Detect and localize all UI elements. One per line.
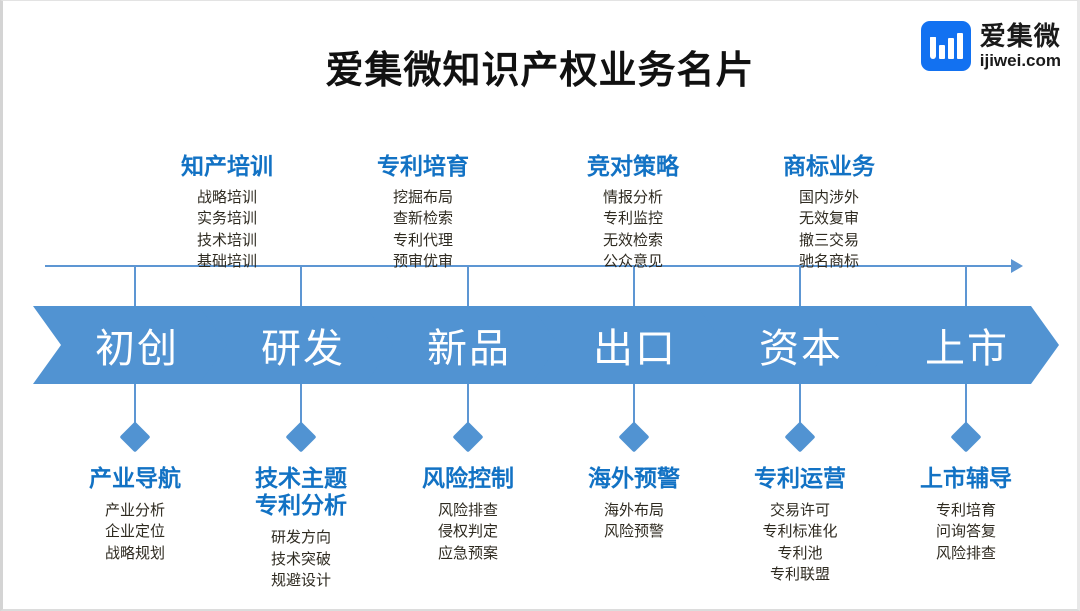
- bottom-group-overseas-warning[interactable]: 海外预警 海外布局 风险预警: [534, 465, 734, 543]
- top-group-title: 知产培训: [181, 153, 273, 179]
- top-group-title: 专利培育: [377, 153, 469, 179]
- top-group-item: 技术培训: [196, 231, 257, 249]
- bottom-group-item: 产业分析: [104, 502, 165, 520]
- top-group-item: 公众意见: [602, 252, 663, 270]
- connector-tick-down-5: [799, 384, 801, 432]
- connector-tick-down-3: [467, 384, 469, 432]
- brand-name-cn: 爱集微: [979, 21, 1061, 51]
- stage-label: 初创: [95, 327, 179, 371]
- stage-chevron-yanfa[interactable]: 研发: [199, 306, 395, 384]
- top-group-patent-cultivation[interactable]: 专利培育 挖掘布局 查新检索 专利代理 预审优审: [333, 147, 513, 272]
- top-group-item: 预审优审: [392, 252, 453, 270]
- bottom-group-industry-navigation[interactable]: 产业导航 产业分析 企业定位 战略规划: [35, 465, 235, 564]
- bottom-group-item: 风险排查: [935, 544, 996, 562]
- stage-chevron-shangshi[interactable]: 上市: [863, 306, 1059, 384]
- top-group-title: 竞对策略: [587, 153, 679, 179]
- stage-chevron-chuangchuang[interactable]: 初创: [33, 306, 229, 384]
- bottom-group-tech-topic-patent-analysis[interactable]: 技术主题 专利分析 研发方向 技术突破 规避设计: [201, 465, 401, 591]
- bottom-group-item: 交易许可: [769, 502, 830, 520]
- brand-domain: ijiwei.com: [979, 51, 1061, 70]
- connector-tick-up-4: [633, 266, 635, 306]
- stage-chevron-ziben[interactable]: 资本: [697, 306, 893, 384]
- bottom-group-title: 上市辅导: [920, 465, 1012, 491]
- stage-label: 资本: [759, 327, 843, 371]
- connector-tick-up-2: [300, 266, 302, 306]
- node-diamond-1: [119, 421, 151, 453]
- top-group-ip-training[interactable]: 知产培训 战略培训 实务培训 技术培训 基础培训: [137, 147, 317, 272]
- node-diamond-4: [618, 421, 650, 453]
- bottom-group-item: 问询答复: [935, 523, 996, 541]
- brand-logo: 爱集微 ijiwei.com: [920, 21, 1061, 71]
- node-diamond-2: [285, 421, 317, 453]
- bottom-group-title: 海外预警: [588, 465, 680, 491]
- stage-label: 新品: [427, 327, 511, 371]
- bottom-group-item: 风险排查: [437, 502, 498, 520]
- bottom-group-title: 风险控制: [422, 465, 514, 491]
- bottom-group-item: 专利培育: [935, 502, 996, 520]
- bottom-group-title: 专利运营: [754, 465, 846, 491]
- top-group-item: 挖掘布局: [392, 189, 453, 206]
- connector-tick-up-5: [799, 266, 801, 306]
- top-group-item: 无效检索: [602, 231, 663, 249]
- bottom-group-item: 研发方向: [270, 529, 331, 547]
- top-group-item: 查新检索: [392, 210, 453, 228]
- node-diamond-6: [950, 421, 982, 453]
- top-group-item: 基础培训: [196, 252, 257, 270]
- top-group-item: 撤三交易: [798, 231, 859, 249]
- connector-tick-down-6: [965, 384, 967, 432]
- top-group-trademark-business[interactable]: 商标业务 国内涉外 无效复审 撤三交易 驰名商标: [739, 147, 919, 272]
- connector-tick-down-4: [633, 384, 635, 432]
- brand-text: 爱集微 ijiwei.com: [980, 23, 1061, 69]
- top-group-item: 专利监控: [602, 210, 663, 228]
- timeline-axis: [45, 265, 1013, 267]
- connector-tick-up-6: [965, 266, 967, 306]
- top-group-item: 驰名商标: [798, 252, 859, 270]
- top-group-competitor-strategy[interactable]: 竞对策略 情报分析 专利监控 无效检索 公众意见: [543, 147, 723, 272]
- bottom-group-item: 技术突破: [270, 550, 331, 568]
- top-group-item: 专利代理: [392, 231, 453, 249]
- bottom-group-title-line1: 技术主题: [255, 465, 347, 491]
- top-group-item: 国内涉外: [798, 189, 859, 206]
- connector-tick-up-1: [134, 266, 136, 306]
- bottom-group-title: 技术主题 专利分析: [201, 465, 401, 519]
- page-title: 爱集微知识产权业务名片: [325, 50, 755, 92]
- bottom-group-title-line2: 专利分析: [255, 492, 347, 519]
- bottom-group-item: 战略规划: [104, 544, 165, 562]
- bottom-group-item: 专利联盟: [769, 566, 830, 584]
- connector-tick-down-1: [134, 384, 136, 432]
- top-group-item: 战略培训: [196, 189, 257, 206]
- stage-label: 研发: [261, 327, 345, 371]
- top-group-item: 情报分析: [602, 189, 663, 206]
- stage-label: 出口: [593, 327, 677, 371]
- bottom-group-title: 产业导航: [89, 465, 181, 491]
- connector-tick-up-3: [467, 266, 469, 306]
- stage-chevron-chukou[interactable]: 出口: [531, 306, 727, 384]
- bottom-group-item: 专利标准化: [762, 523, 838, 541]
- bottom-group-item: 企业定位: [104, 523, 165, 541]
- top-group-item: 实务培训: [196, 210, 257, 228]
- ijiwei-bars-logo-icon: [920, 21, 971, 71]
- bottom-group-item: 风险预警: [603, 523, 664, 541]
- bottom-group-patent-operation[interactable]: 专利运营 交易许可 专利标准化 专利池 专利联盟: [700, 465, 900, 585]
- stage-label: 上市: [925, 327, 1009, 371]
- bottom-group-ipo-coaching[interactable]: 上市辅导 专利培育 问询答复 风险排查: [866, 465, 1066, 564]
- bottom-group-item: 应急预案: [437, 544, 498, 562]
- connector-tick-down-2: [300, 384, 302, 432]
- bottom-group-item: 规避设计: [270, 571, 331, 589]
- bottom-group-item: 专利池: [777, 544, 823, 562]
- node-diamond-3: [452, 421, 484, 453]
- top-group-title: 商标业务: [783, 153, 875, 179]
- stage-chevron-xinpin[interactable]: 新品: [365, 306, 561, 384]
- timeline-arrow-icon: [1011, 259, 1023, 273]
- bottom-group-item: 海外布局: [603, 502, 664, 520]
- bottom-group-risk-control[interactable]: 风险控制 风险排查 侵权判定 应急预案: [368, 465, 568, 564]
- bottom-group-item: 侵权判定: [437, 523, 498, 541]
- stage-chevron-band: 初创 研发 新品 出口 资本 上市: [33, 306, 1043, 384]
- top-group-item: 无效复审: [798, 210, 859, 228]
- node-diamond-5: [784, 421, 816, 453]
